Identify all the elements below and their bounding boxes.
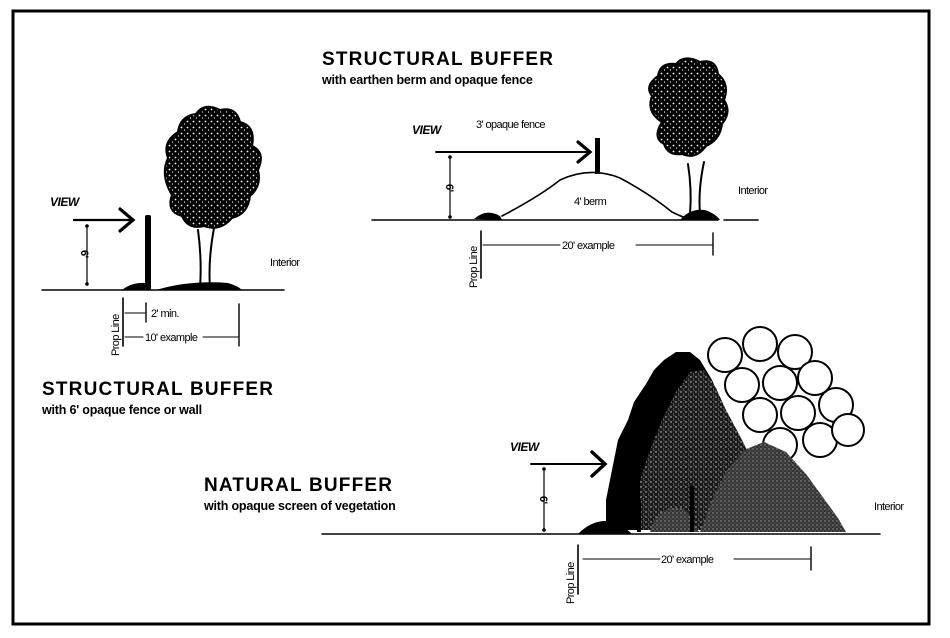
svg-text:20' example: 20' example (661, 554, 714, 566)
height-dimension: 6' (78, 224, 90, 286)
svg-text:2' min.: 2' min. (151, 308, 179, 320)
frame-border (11, 9, 931, 626)
ground-mound (122, 282, 145, 290)
interior-label: Interior (738, 185, 768, 197)
prop-line-label: Prop Line (468, 246, 480, 288)
view-arrow-icon (435, 140, 593, 164)
view-arrow-icon (72, 207, 136, 233)
panel-structural-fence: VIEW 6' Interior Prop Line (41, 105, 301, 417)
panel-subtitle: with earthen berm and opaque fence (321, 73, 533, 87)
width-dimension: 20' example (482, 232, 714, 256)
view-arrow-icon (530, 450, 608, 478)
deciduous-tree (648, 57, 729, 220)
svg-text:20' example: 20' example (562, 240, 615, 252)
svg-text:6': 6' (78, 250, 90, 259)
interior-label: Interior (270, 257, 300, 269)
view-label: VIEW (50, 195, 81, 209)
min-setback-dimension: 2' min. (124, 302, 180, 323)
fence-post (595, 138, 600, 174)
deciduous-tree (163, 105, 262, 289)
svg-text:10' example: 10' example (145, 332, 198, 344)
view-label: VIEW (510, 440, 541, 454)
panel-natural: NATURAL BUFFER with opaque screen of veg… (203, 326, 905, 604)
panel-subtitle: with opaque screen of vegetation (203, 499, 396, 513)
svg-text:6': 6' (537, 496, 549, 505)
interior-label: Interior (874, 501, 904, 513)
panel-structural-berm: STRUCTURAL BUFFER with earthen berm and … (321, 49, 769, 288)
width-dimension: 10' example (124, 303, 240, 347)
prop-line-label: Prop Line (110, 314, 122, 356)
height-dimension: 6' (537, 467, 549, 532)
svg-text:6': 6' (443, 184, 455, 193)
fence-post (145, 215, 151, 290)
fence-label: 3' opaque fence (476, 119, 545, 131)
panel-subtitle: with 6' opaque fence or wall (41, 403, 202, 417)
vegetation-screen (578, 326, 865, 534)
panel-title: STRUCTURAL BUFFER (322, 49, 554, 70)
panel-title: STRUCTURAL BUFFER (42, 379, 274, 400)
prop-line-label: Prop Line (565, 562, 577, 604)
panel-title: NATURAL BUFFER (204, 475, 393, 496)
width-dimension: 20' example (582, 546, 812, 571)
height-dimension: 6' (443, 155, 455, 219)
view-label: VIEW (412, 123, 443, 137)
earthen-berm (501, 171, 687, 219)
berm-label: 4' berm (574, 196, 607, 208)
